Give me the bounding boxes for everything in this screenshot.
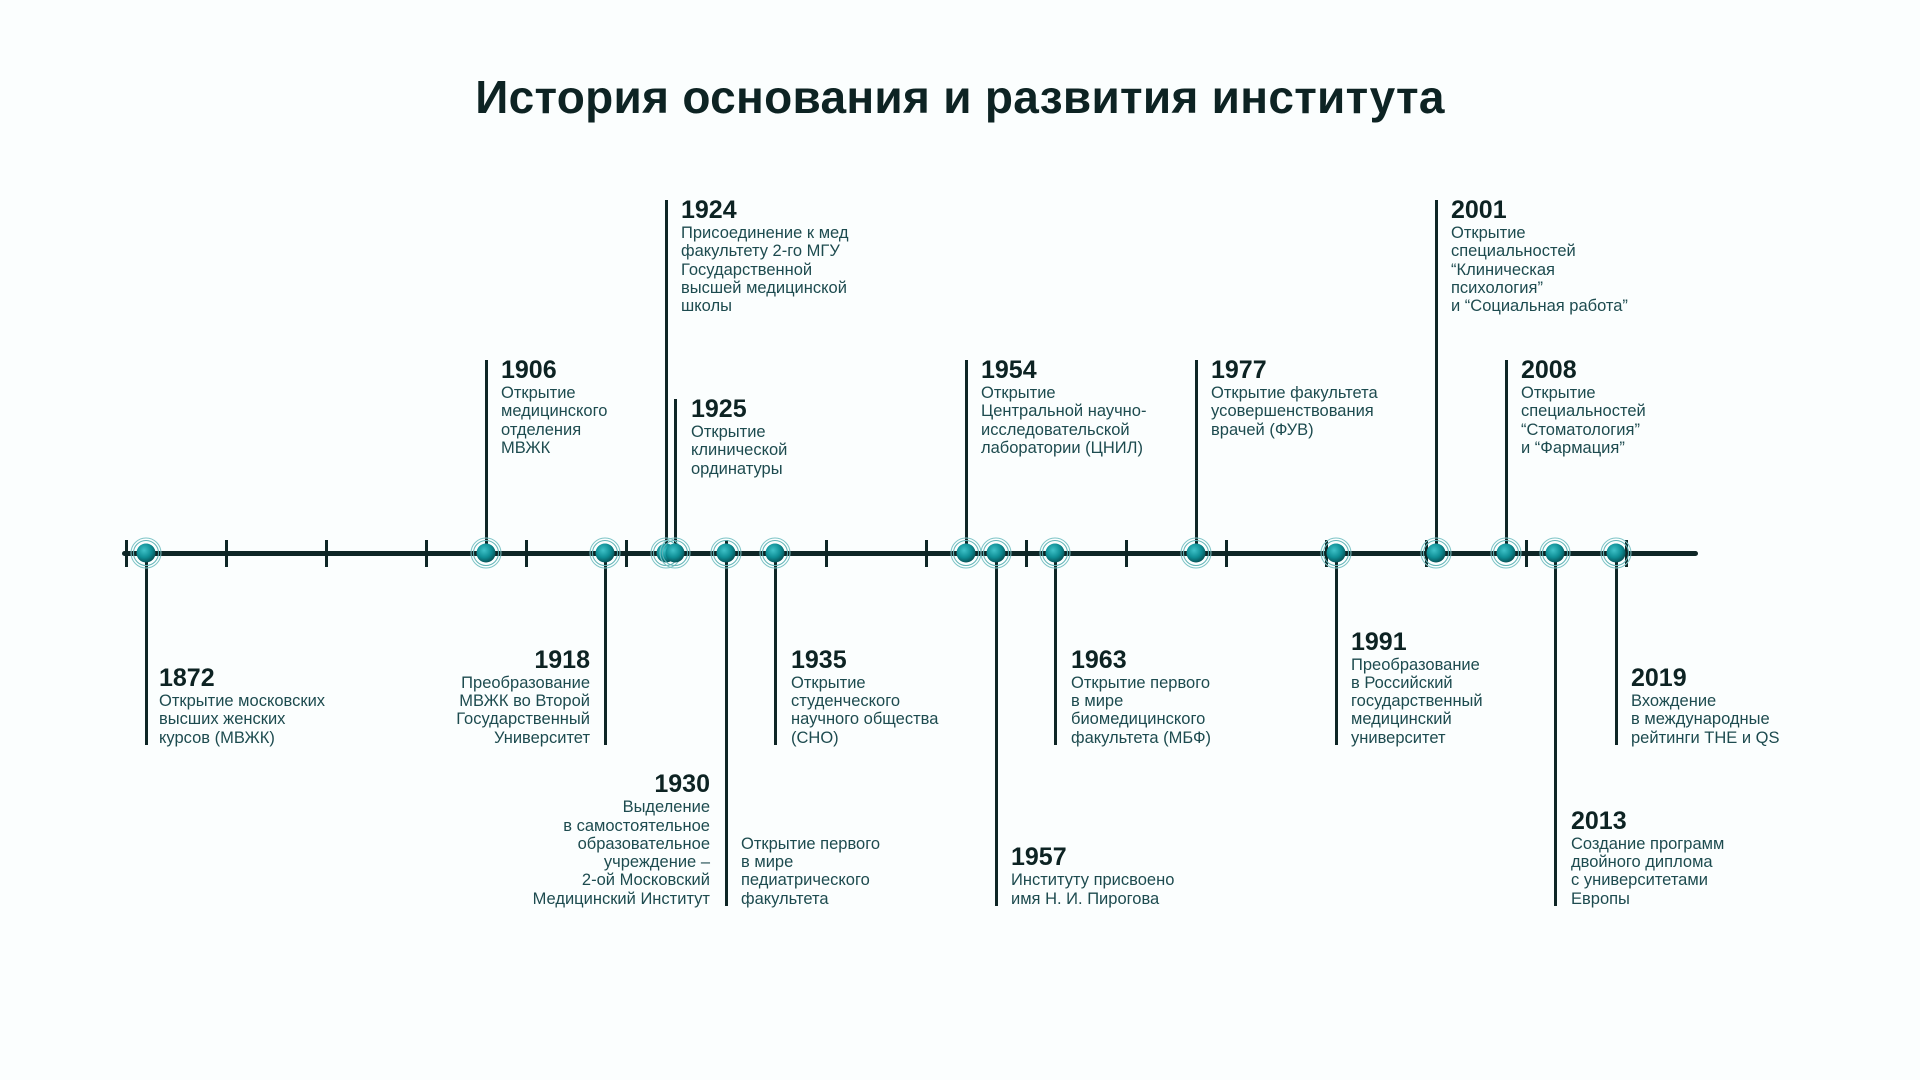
event-year: 1918 [534,645,590,674]
event-description: Открытие специальностей “Клиническая пси… [1451,224,1628,316]
event-year: 2013 [1571,806,1627,835]
event-connector-line [674,399,677,553]
event-connector-line [1554,553,1557,906]
event-description: Преобразование МВЖК во Второй Государств… [456,673,590,747]
event-connector-line [1054,553,1057,745]
event-year: 1906 [501,356,557,384]
event-description: Открытие московских высших женских курсо… [159,692,326,747]
event-connector-line [485,360,488,553]
event-year: 1925 [691,395,747,423]
event-connector-line [995,553,998,906]
event-connector-line [725,553,728,906]
event-description: Открытие Центральной научно- исследовате… [981,384,1147,457]
event-year: 1957 [1011,843,1067,872]
axis-tick [125,540,128,567]
event-connector-line [604,553,607,745]
event-description: Открытие специальностей “Стоматология” и… [1521,384,1646,457]
event-year: 1963 [1071,645,1127,674]
event-year: 2001 [1451,196,1507,224]
axis-tick [525,540,528,567]
event-description: Присоединение к мед факультету 2-го МГУ … [681,224,849,316]
page-title: История основания и развития института [475,71,1445,123]
axis-tick [225,540,228,567]
event-description: Вхождение в международные рейтинги THE и… [1631,692,1780,747]
event-year: 1991 [1351,627,1407,656]
axis-tick [625,540,628,567]
event-description: Открытие первого в мире педиатрического … [741,834,881,908]
event-year: 2008 [1521,356,1577,384]
axis-tick [1425,540,1428,567]
event-year: 1872 [159,664,215,693]
event-description: Преобразование в Российский государствен… [1351,655,1483,747]
event-year: 1977 [1211,356,1267,384]
timeline-axis [122,551,1698,556]
axis-tick [1525,540,1528,567]
axis-tick [425,540,428,567]
event-connector-line [665,200,668,553]
event-description: Выделение в самостоятельное образователь… [532,798,710,908]
axis-tick [925,540,928,567]
axis-tick [1025,540,1028,567]
event-description: Открытие первого в мире биомедицинского … [1071,673,1212,747]
axis-tick [325,540,328,567]
event-connector-line [1435,200,1438,553]
timeline-event: Открытие первого в мире педиатрического … [741,835,880,908]
event-description: Открытие медицинского отделения МВЖК [501,384,608,457]
event-year: 1935 [791,645,847,674]
event-connector-line [1505,360,1508,553]
event-description: Институту присвоено имя Н. И. Пирогова [1011,871,1175,908]
axis-tick [1625,540,1628,567]
event-year: 1954 [981,356,1037,384]
event-connector-line [1615,553,1618,745]
event-year: 1924 [681,196,737,224]
axis-tick [825,540,828,567]
event-connector-line [1195,360,1198,553]
event-description: Создание программ двойного диплома с уни… [1571,834,1725,908]
event-connector-line [965,360,968,553]
axis-tick [1225,540,1228,567]
event-connector-line [1335,553,1338,745]
event-year: 1930 [654,770,710,799]
event-connector-line [774,553,777,745]
event-connector-line [145,553,148,745]
axis-tick [1125,540,1128,567]
axis-tick [1325,540,1328,567]
event-year: 2019 [1631,664,1687,693]
event-description: Открытие клинической ординатуры [691,423,788,478]
event-description: Открытие студенческого научного общества… [791,673,939,747]
event-description: Открытие факультета усовершенствования в… [1211,384,1378,439]
